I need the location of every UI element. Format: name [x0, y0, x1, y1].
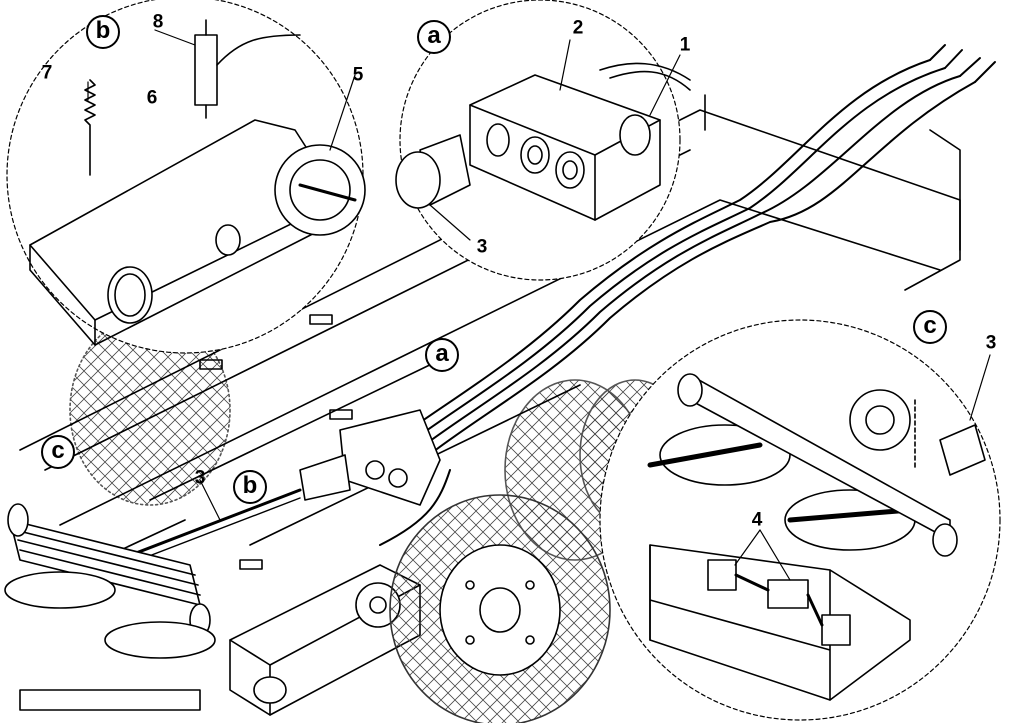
part-number-4: 4: [751, 509, 763, 531]
callout-badge-a-location: a: [425, 338, 459, 372]
hydraulic-hoses: [379, 44, 996, 546]
detail-c-mower-bed: [599, 319, 1001, 721]
leader-lines: [87, 29, 991, 581]
part-number-5: 5: [352, 64, 364, 86]
part-number-8: 8: [152, 11, 164, 33]
part-number-2: 2: [572, 17, 584, 39]
front-roller: [7, 503, 211, 637]
lower-left-mower-discs: [4, 571, 216, 711]
front-tyre: [389, 494, 611, 723]
side-gearbox: [229, 564, 421, 716]
part-number-6: 6: [146, 87, 158, 109]
callout-badge-b-detail: b: [86, 15, 120, 49]
callout-badge-c-location: c: [41, 435, 75, 469]
callout-badge-b-location: b: [233, 470, 267, 504]
part-number-3-detail-a: 3: [476, 236, 488, 258]
callout-badge-c-detail: c: [913, 310, 947, 344]
callout-badge-a-detail: a: [417, 20, 451, 54]
part-number-1: 1: [679, 34, 691, 56]
detail-b-gearbox: [6, 0, 366, 354]
part-number-7: 7: [41, 62, 53, 84]
part-number-3-detail-c: 3: [985, 332, 997, 354]
detail-a-gearbox: [395, 0, 691, 281]
part-number-3-driveshaft: 3: [194, 467, 206, 489]
